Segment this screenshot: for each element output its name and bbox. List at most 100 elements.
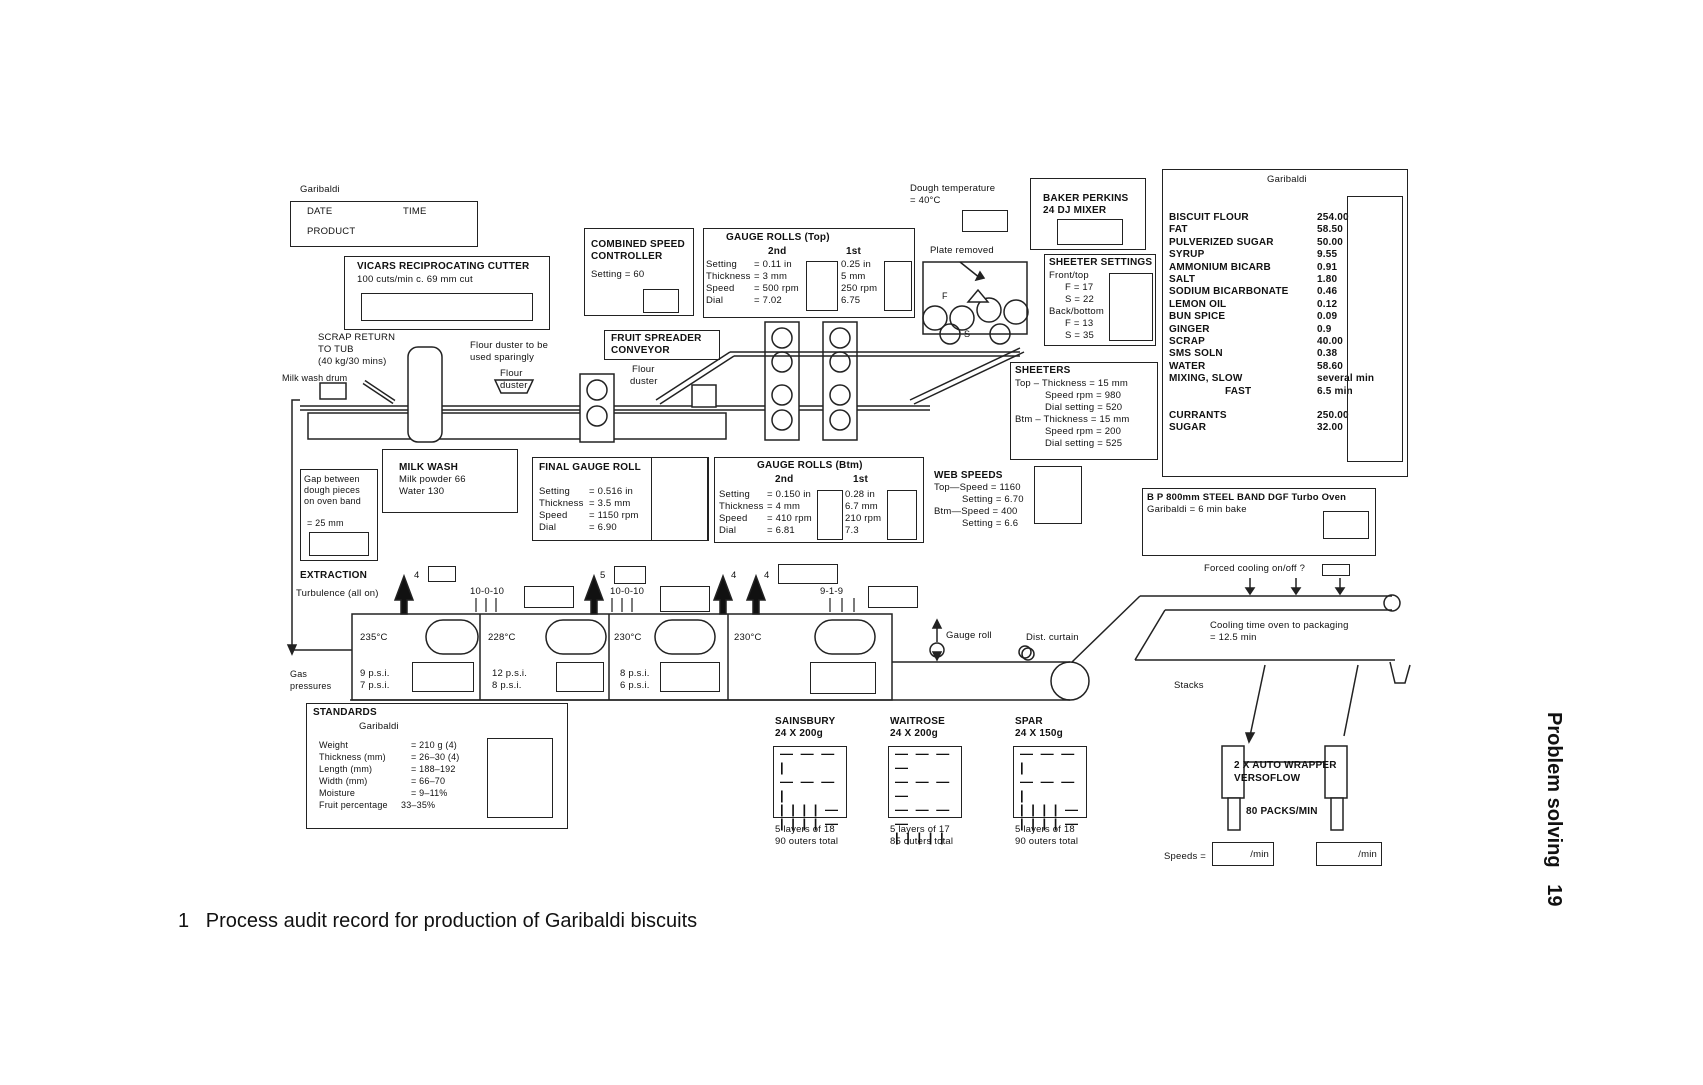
- gauge-btm-r2-label: Speed: [719, 513, 748, 524]
- zone1-p2: 7 p.s.i.: [360, 680, 390, 691]
- forced-cooling-entry[interactable]: [1322, 564, 1350, 576]
- scrap-return-l2: TO TUB: [318, 344, 354, 355]
- gauge-top-entry-1st[interactable]: [884, 261, 912, 311]
- recipe-item-name: FAT: [1169, 224, 1188, 236]
- pack-row-glyph: | | | | —: [780, 816, 840, 831]
- dist-curtain-label: Dist. curtain: [1026, 632, 1079, 643]
- turbulence-entry-b[interactable]: [660, 586, 710, 612]
- gauge-btm-col1: 1st: [853, 474, 869, 485]
- gauge-top-r2-v2: = 500 rpm: [754, 283, 799, 294]
- pack-row-glyph: — — — |: [780, 746, 837, 775]
- final-gauge-r2-label: Speed: [539, 510, 568, 521]
- sheeter-settings-entry[interactable]: [1109, 273, 1153, 341]
- gauge-top-r2-v1: 250 rpm: [841, 283, 878, 294]
- speed-entry-2[interactable]: /min: [1316, 842, 1382, 866]
- zone3-p2: 6 p.s.i.: [620, 680, 650, 691]
- standard-label: Fruit percentage: [319, 800, 388, 810]
- pack-size: 24 X 200g: [890, 728, 938, 739]
- milk-wash-title: MILK WASH: [399, 462, 459, 473]
- zone3-p1: 8 p.s.i.: [620, 668, 650, 679]
- recipe-item-value: 9.55: [1317, 249, 1338, 261]
- fruit-spreader-box: FRUIT SPREADER CONVEYOR: [604, 330, 720, 360]
- pack-row-glyph: | | | | —: [1020, 816, 1080, 831]
- oven-l2: Garibaldi = 6 min bake: [1147, 504, 1247, 515]
- fruit-spreader-l1: FRUIT SPREADER: [611, 333, 702, 344]
- web-speeds-l4: Setting = 6.6: [962, 518, 1019, 529]
- zone2-entry[interactable]: [556, 662, 604, 692]
- gauge-top-entry-2nd[interactable]: [806, 261, 838, 311]
- fruit-spreader-l2: CONVEYOR: [611, 345, 670, 356]
- pack-size: 24 X 150g: [1015, 728, 1063, 739]
- recipe-item-name: AMMONIUM BICARB: [1169, 261, 1271, 273]
- zone3-entry[interactable]: [660, 662, 720, 692]
- oven-entry[interactable]: [1323, 511, 1369, 539]
- speed-entry-1[interactable]: /min: [1212, 842, 1274, 866]
- gap-l1: Gap between: [304, 474, 360, 484]
- zone4-entry[interactable]: [810, 662, 876, 694]
- dough-temp-l2: = 40°C: [910, 195, 941, 206]
- recipe-item-value: 0.09: [1317, 311, 1338, 323]
- standard-label: Thickness (mm): [319, 752, 386, 762]
- speed-unit-1: /min: [1250, 849, 1269, 860]
- recipe-item-name: PULVERIZED SUGAR: [1169, 236, 1274, 248]
- date-product-box: DATE TIME PRODUCT: [290, 201, 478, 247]
- web-speeds-entry[interactable]: [1034, 466, 1082, 524]
- zone2-p2: 8 p.s.i.: [492, 680, 522, 691]
- web-speeds-l2: Setting = 6.70: [962, 494, 1024, 505]
- pack-row-glyph: — — — —: [895, 774, 952, 803]
- dough-temp-l1: Dough temperature: [910, 183, 996, 194]
- extraction-num-b: 5: [600, 570, 606, 581]
- recipe-entry-column[interactable]: [1347, 196, 1403, 462]
- pack-layout-diagram: — — — —— — — —— — — —| | | | |: [888, 746, 962, 845]
- combined-speed-box: COMBINED SPEED CONTROLLER Setting = 60: [584, 228, 694, 316]
- turbulence-entry-c[interactable]: [868, 586, 918, 608]
- recipe-item-name: SALT: [1169, 274, 1196, 285]
- final-gauge-r0-val: = 0.516 in: [589, 486, 633, 497]
- flour-note-l2: used sparingly: [470, 352, 535, 363]
- gauge-top-r2-label: Speed: [706, 283, 735, 294]
- plate-removed-label: Plate removed: [930, 245, 994, 256]
- gauge-top-r1-label: Thickness: [706, 271, 751, 282]
- standards-entry[interactable]: [487, 738, 553, 818]
- gauge-top-r0-label: Setting: [706, 259, 737, 270]
- zone1-entry[interactable]: [412, 662, 474, 692]
- combined-speed-setting: Setting = 60: [591, 269, 645, 280]
- final-gauge-entry[interactable]: [651, 457, 709, 541]
- combined-speed-l2: CONTROLLER: [591, 251, 663, 262]
- recipe-item-name: SCRAP: [1169, 336, 1206, 347]
- gap-entry[interactable]: [309, 532, 369, 556]
- page-number: 19: [1543, 884, 1565, 907]
- gauge-rolls-btm-box: GAUGE ROLLS (Btm) 2nd 1st Setting = 0.15…: [714, 457, 924, 543]
- cutter-sub: 100 cuts/min c. 69 mm cut: [357, 274, 473, 285]
- turbulence-c: 9-1-9: [820, 586, 844, 597]
- turbulence-entry-a[interactable]: [524, 586, 574, 608]
- extraction-entry-a[interactable]: [428, 566, 456, 582]
- standards-box: STANDARDS Garibaldi Weight= 210 g (4)Thi…: [306, 703, 568, 829]
- recipe-item-name: MIXING, SLOW: [1169, 373, 1243, 385]
- combined-speed-entry[interactable]: [643, 289, 679, 313]
- extraction-entry-cd[interactable]: [778, 564, 838, 584]
- pack-size: 24 X 200g: [775, 728, 823, 739]
- figure-number: 1: [178, 910, 190, 932]
- gauge-btm-entry-1st[interactable]: [887, 490, 917, 540]
- recipe-item-name: SODIUM BICARBONATE: [1169, 286, 1289, 298]
- flour-note-l1: Flour duster to be: [470, 340, 549, 351]
- gauge-btm-entry-2nd[interactable]: [817, 490, 843, 540]
- gauge-top-r3-label: Dial: [706, 295, 724, 306]
- cutter-entry-field[interactable]: [361, 293, 533, 321]
- standard-value: 33–35%: [401, 800, 436, 810]
- recipe-item-name: BUN SPICE: [1169, 311, 1226, 323]
- figure-caption: 1 Process audit record for production of…: [178, 910, 697, 933]
- pack-retailer: SPAR: [1015, 716, 1043, 727]
- recipe-item-value: 0.12: [1317, 298, 1338, 310]
- side-heading: Problem solving 19: [1542, 712, 1565, 907]
- dough-temp-entry[interactable]: [962, 210, 1008, 232]
- turbulence-a: 10-0-10: [470, 586, 505, 597]
- sheeters-l6: Dial setting = 525: [1045, 438, 1123, 449]
- sheeters-l1: Top – Thickness = 15 mm: [1015, 378, 1128, 389]
- mixer-entry[interactable]: [1057, 219, 1123, 245]
- extraction-entry-b[interactable]: [614, 566, 646, 584]
- pack-outers: 90 outers total: [775, 836, 839, 847]
- sheeters-l5: Speed rpm = 200: [1045, 426, 1122, 437]
